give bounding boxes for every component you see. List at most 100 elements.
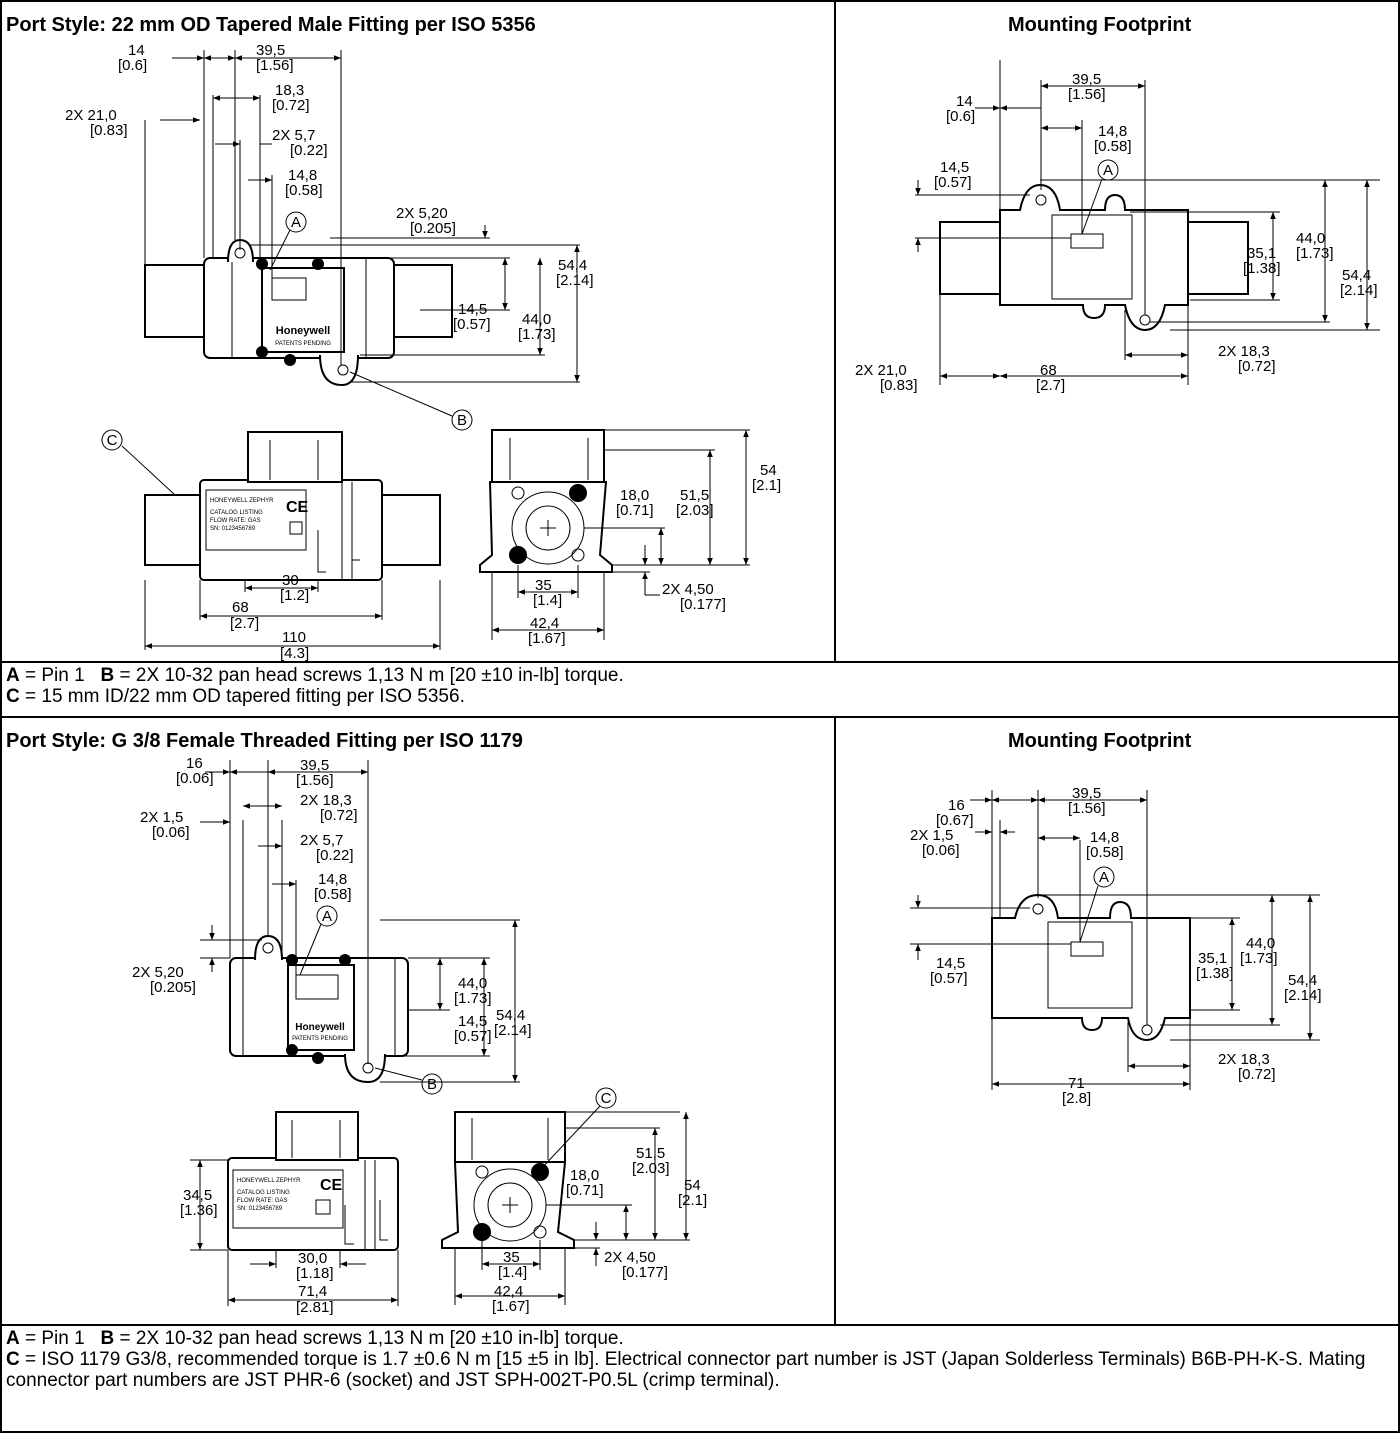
s2-side-label-plate xyxy=(232,1169,344,1229)
dim-text: [0.58] xyxy=(285,182,323,199)
s2-label-line: SN: 0123456789 xyxy=(237,1206,283,1212)
s1-ear-bottom xyxy=(319,354,359,387)
dim-text: [1.18] xyxy=(296,1265,334,1282)
dim-text: 51,5 xyxy=(636,1145,665,1162)
dim-text: [1.67] xyxy=(492,1298,530,1315)
dim-text: [0.71] xyxy=(566,1182,604,1199)
s1-cover xyxy=(261,267,345,353)
s2-fp-cover xyxy=(1047,921,1133,1009)
dim-text: 39,5 xyxy=(1072,785,1101,802)
dim-text: 18,0 xyxy=(620,487,649,504)
s1-side-port-left xyxy=(144,494,206,566)
dim-text: 2X 4,50 xyxy=(604,1249,656,1266)
s1-label-line: HONEYWELL ZEPHYR xyxy=(210,498,274,504)
s2-brand-label: Honeywell xyxy=(295,1022,345,1033)
s1-top-view: Honeywell PATENTS PENDING xyxy=(65,42,594,431)
section2-title: Port Style: G 3/8 Female Threaded Fittin… xyxy=(6,730,523,752)
section1-title: Port Style: 22 mm OD Tapered Male Fittin… xyxy=(6,14,536,36)
dim-text: 44,0 xyxy=(458,975,487,992)
note-key-c: C xyxy=(6,686,20,707)
section1-note-line2: C = 15 mm ID/22 mm OD tapered fitting pe… xyxy=(6,686,1386,707)
dim-text: [0.6] xyxy=(946,108,975,125)
s1-fp-outline xyxy=(999,183,1189,332)
dim-text: 2X 5,20 xyxy=(396,205,448,222)
dim-text: [2.03] xyxy=(632,1160,670,1177)
dim-text: [0.72] xyxy=(272,97,310,114)
dim-text: [1.36] xyxy=(180,1202,218,1219)
s1-side-qr xyxy=(289,521,303,535)
dim-text: [0.205] xyxy=(410,220,456,237)
s2-top-dim-labels: 16 [0.06] 39,5 [1.56] 2X 18,3 [0.72] 2X … xyxy=(132,755,532,1045)
cell-s2-notes xyxy=(0,1324,1400,1433)
dim-text: 44,0 xyxy=(1246,935,1275,952)
section2-note-line2: C = ISO 1179 G3/8, recommended torque is… xyxy=(6,1349,1386,1391)
dim-text: 16 xyxy=(186,755,203,772)
dim-text: 14,8 xyxy=(288,167,317,184)
dim-text: 16 xyxy=(948,797,965,814)
s1-callout-b: B xyxy=(457,412,467,429)
dim-text: 2X 18,3 xyxy=(1218,343,1270,360)
dim-text: 34,5 xyxy=(183,1187,212,1204)
dim-text: 2X 1,5 xyxy=(910,827,953,844)
dim-text: [1.56] xyxy=(256,57,294,74)
dim-text: [0.22] xyxy=(316,847,354,864)
dim-text: 68 xyxy=(232,599,249,616)
dim-text: [1.73] xyxy=(518,326,556,343)
s1-side-latch xyxy=(317,530,360,573)
dim-text: [1.56] xyxy=(1068,86,1106,103)
dim-text: 2X 5,7 xyxy=(300,832,343,849)
s2-ear-bottom xyxy=(344,1053,386,1084)
dim-text: [0.22] xyxy=(290,142,328,159)
dim-text: [0.58] xyxy=(314,886,352,903)
s1-fp-port-right xyxy=(1187,221,1249,295)
section2-note-line1: A = Pin 1 B = 2X 10-32 pan head screws 1… xyxy=(6,1328,1386,1349)
dim-text: [1.73] xyxy=(454,990,492,1007)
note-key-a: A xyxy=(6,665,20,686)
s1-label-line: CATALOG LISTING xyxy=(210,510,263,516)
dim-text: 30,0 xyxy=(298,1250,327,1267)
s2-label-line: FLOW RATE: GAS xyxy=(237,1198,288,1204)
dim-text: 68 xyxy=(1040,362,1057,379)
dim-text: [0.83] xyxy=(880,377,918,394)
s2-footprint: A xyxy=(910,785,1322,1107)
dim-text: 2X 1,5 xyxy=(140,809,183,826)
dim-text: 14,5 xyxy=(936,955,965,972)
dim-text: 54 xyxy=(684,1177,701,1194)
s2-side-qr xyxy=(315,1199,331,1215)
dim-text: [2.03] xyxy=(676,502,714,519)
s2-side-dim-labels: 34,5 [1.36] 30,0 [1.18] 71,4 [2.81] xyxy=(180,1187,334,1316)
s1-end-view: 18,0 [0.71] 51,5 [2.03] 54 [2.1] 35 [1.4… xyxy=(479,429,781,647)
dim-text: [0.57] xyxy=(934,174,972,191)
dim-text: [0.06] xyxy=(922,842,960,859)
s1-side-port-right xyxy=(379,494,441,566)
s2-brand-sub: PATENTS PENDING xyxy=(292,1036,348,1042)
dim-text: [1.38] xyxy=(1243,260,1281,277)
section2-notes: A = Pin 1 B = 2X 10-32 pan head screws 1… xyxy=(6,1328,1386,1391)
note-text-a: = Pin 1 xyxy=(19,1328,85,1349)
s2-side-body xyxy=(227,1157,399,1251)
dim-text: 18,3 xyxy=(275,82,304,99)
dim-text: [0.57] xyxy=(454,1028,492,1045)
s1-fp-cover xyxy=(1051,214,1133,300)
dim-text: 42,4 xyxy=(530,615,559,632)
dim-text: 35 xyxy=(535,577,552,594)
s2-label-line: HONEYWELL ZEPHYR xyxy=(237,1178,301,1184)
dim-text: 35 xyxy=(503,1249,520,1266)
s1-callout-a: A xyxy=(291,214,301,231)
dim-text: 2X 18,3 xyxy=(300,792,352,809)
section2-footprint-title: Mounting Footprint xyxy=(1008,730,1192,752)
dim-text: [0.58] xyxy=(1094,138,1132,155)
dim-text: [2.14] xyxy=(494,1022,532,1039)
dim-text: [0.6] xyxy=(118,57,147,74)
s1-end-top-housing xyxy=(491,429,605,483)
dim-text: [4.3] xyxy=(280,645,309,662)
s1-side-connector-housing xyxy=(247,431,343,483)
dim-text: [1.38] xyxy=(1196,965,1234,982)
dim-text: [2.1] xyxy=(678,1192,707,1209)
dim-text: 2X 18,3 xyxy=(1218,1051,1270,1068)
s1-side-dim-labels: 30 [1.2] 68 [2.7] 110 [4.3] xyxy=(230,572,309,662)
s2-callout-a: A xyxy=(322,908,332,925)
note-text-c: = 15 mm ID/22 mm OD tapered fitting per … xyxy=(19,686,465,707)
dim-text: 42,4 xyxy=(494,1283,523,1300)
